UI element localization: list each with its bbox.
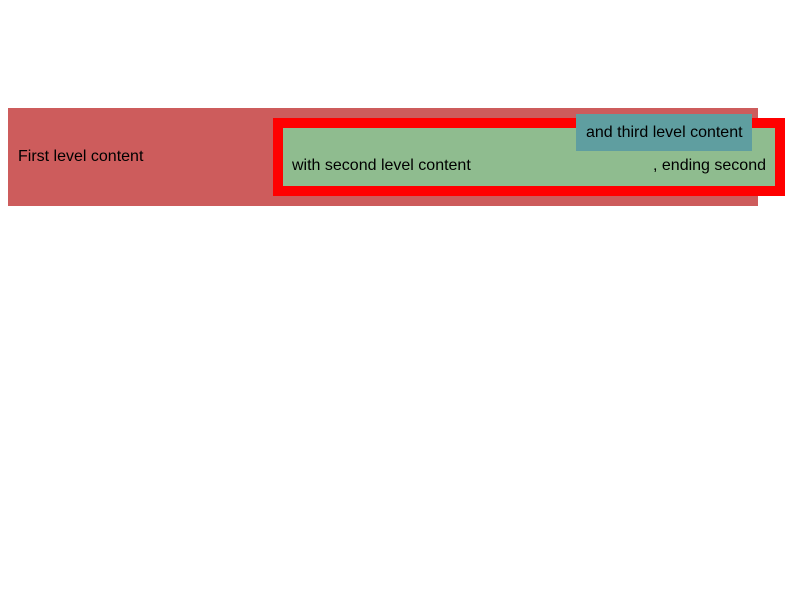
first-level-text: First level content	[18, 148, 144, 165]
second-level-box: with second level content , ending secon…	[273, 118, 785, 196]
third-level-text: and third level content	[586, 124, 743, 141]
third-level-box: and third level content	[576, 114, 752, 151]
second-level-text: with second level content	[292, 157, 471, 174]
second-level-ending-text: , ending second	[653, 157, 766, 174]
